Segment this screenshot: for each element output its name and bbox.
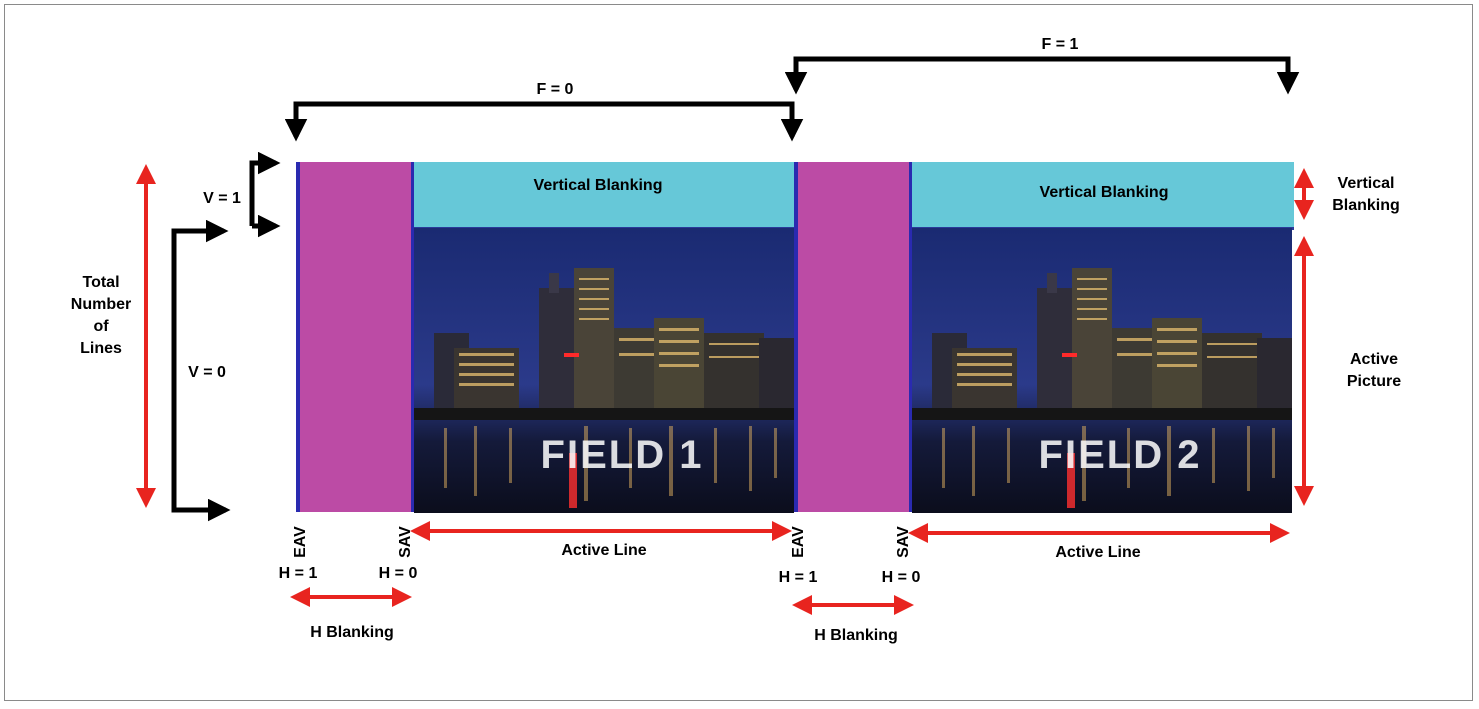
total-lines-label-4: Lines	[80, 340, 122, 357]
active-line-label-1: Active Line	[561, 542, 646, 559]
vertical-blanking-label-2: Vertical Blanking	[1040, 184, 1169, 201]
h0-label-2: H = 0	[882, 569, 921, 586]
total-lines-label-3: of	[93, 318, 109, 335]
v0-bracket: V = 0	[171, 219, 231, 522]
h-blanking-block-1	[300, 162, 412, 512]
sav-label-1: SAV	[397, 526, 414, 558]
v0-label: V = 0	[188, 364, 226, 381]
h1-label-1: H = 1	[279, 565, 318, 582]
eav-label-2: EAV	[790, 526, 807, 558]
active-picture-label-2: Picture	[1347, 373, 1401, 390]
vertical-blanking-block-2	[912, 162, 1294, 227]
active-line-label-2: Active Line	[1055, 544, 1140, 561]
sav-marker-1	[411, 162, 414, 512]
field-label-2: FIELD 2	[1039, 433, 1202, 477]
total-lines-indicator: Total Number of Lines	[71, 164, 156, 508]
right-vblank-label-2: Blanking	[1332, 197, 1400, 214]
h-blanking-label-1: H Blanking	[310, 624, 394, 641]
vertical-blanking-block-1	[414, 162, 794, 227]
sav-label-2: SAV	[895, 526, 912, 558]
h1-label-2: H = 1	[779, 569, 818, 586]
total-lines-label-2: Number	[71, 296, 131, 313]
eav-marker-2	[794, 162, 798, 512]
field-1-bottom-labels: EAV SAV H = 1 H = 0 H Blanking Active Li…	[279, 521, 792, 641]
f0-bracket: F = 0	[284, 81, 804, 142]
field-1: Vertical Blanking FIELD 1	[296, 162, 794, 513]
eav-label-1: EAV	[292, 526, 309, 558]
v1-bracket: V = 1	[203, 151, 281, 238]
active-picture-label-1: Active	[1350, 351, 1398, 368]
h-blanking-label-2: H Blanking	[814, 627, 898, 644]
vertical-blanking-label-1: Vertical Blanking	[534, 177, 663, 194]
h-blanking-block-2	[798, 162, 910, 512]
vertical-blanking-indicator: Vertical Blanking	[1294, 168, 1400, 220]
total-lines-label-1: Total	[82, 274, 119, 291]
f1-label: F = 1	[1042, 36, 1079, 53]
active-picture-indicator: Active Picture	[1294, 236, 1401, 506]
diagram-frame	[4, 4, 1473, 701]
sav-marker-2	[909, 162, 912, 512]
field-2: Vertical Blanking FIELD 2	[794, 162, 1294, 513]
v1-label: V = 1	[203, 190, 241, 207]
eav-marker-1	[296, 162, 300, 512]
field-2-bottom-labels: EAV SAV H = 1 H = 0 H Blanking Active Li…	[779, 523, 1290, 644]
field-label-1: FIELD 1	[541, 433, 704, 477]
h0-label-1: H = 0	[379, 565, 418, 582]
right-vblank-label-1: Vertical	[1338, 175, 1395, 192]
f1-bracket: F = 1	[784, 36, 1300, 95]
f0-label: F = 0	[537, 81, 574, 98]
